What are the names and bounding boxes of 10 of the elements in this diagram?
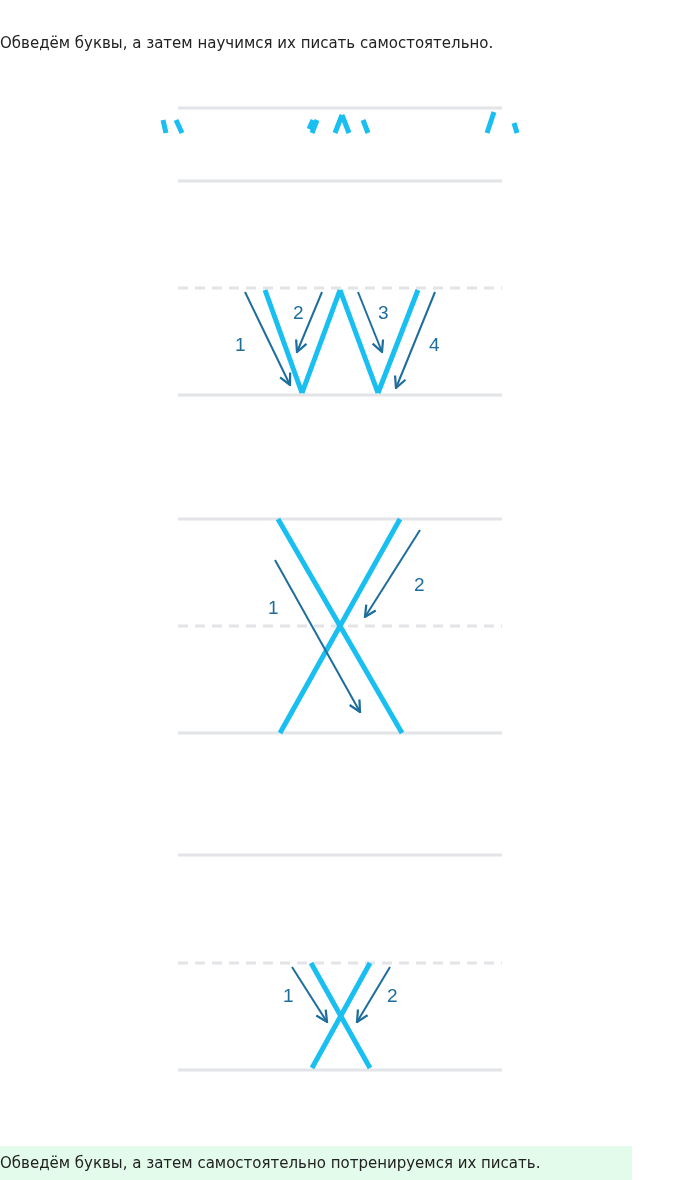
stroke-number: 2: [414, 575, 425, 595]
stroke-number: 1: [235, 335, 246, 355]
instruction-text: Обведём буквы, а затем научимся их писать самостоятельно.: [0, 33, 494, 53]
instruction-text: Обведём буквы, а затем самостоятельно потренируемся их писать.: [0, 1146, 632, 1180]
stroke-number: 2: [293, 303, 304, 323]
stroke-number: 3: [378, 303, 389, 323]
stroke-number: 1: [283, 986, 294, 1006]
stroke-number: 4: [429, 335, 440, 355]
stroke-number: 1: [268, 598, 279, 618]
stroke-number: 2: [387, 986, 398, 1006]
